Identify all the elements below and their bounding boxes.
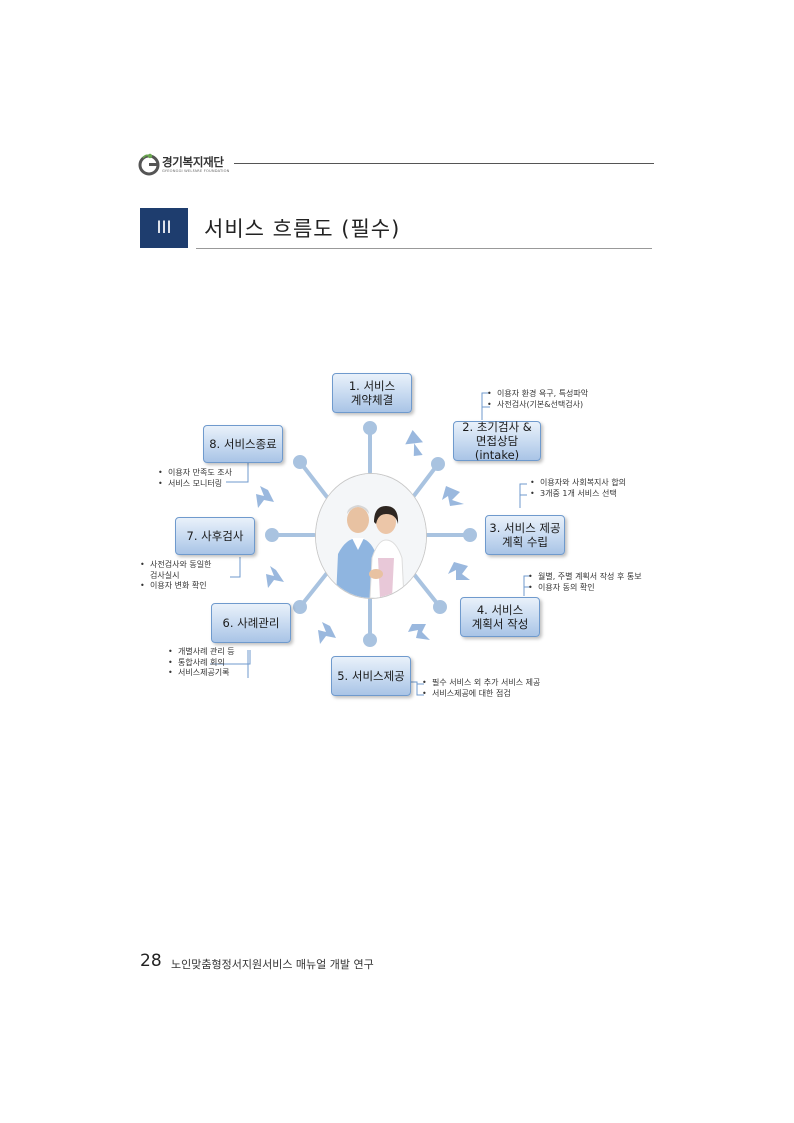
foundation-name-english: GYEONGGI WELFARE FOUNDATION bbox=[162, 169, 230, 173]
flow-arrow-7 bbox=[256, 486, 274, 508]
spoke-6-dot bbox=[293, 600, 307, 614]
note-step-1: 이용자 환경 욕구, 특성파악 사전검사(기본&선택검사) bbox=[487, 389, 588, 410]
step-5-box: 5. 서비스제공 bbox=[331, 656, 411, 696]
step-3-box: 3. 서비스 제공 계획 수립 bbox=[485, 515, 565, 555]
note-6-bracket bbox=[230, 557, 241, 578]
elderly-couple-photo bbox=[315, 473, 427, 599]
flow-arrow-4 bbox=[408, 624, 430, 640]
section-title: 서비스 흐름도 (필수) bbox=[204, 217, 401, 241]
footer-title: 노인맞춤형정서지원서비스 매뉴얼 개발 연구 bbox=[171, 958, 374, 971]
spoke-8-dot bbox=[293, 455, 307, 469]
page-number: 28 bbox=[140, 951, 162, 971]
spoke-2-dot bbox=[431, 457, 445, 471]
flow-arrow-1 bbox=[405, 429, 424, 456]
flow-arrow-5 bbox=[318, 622, 336, 644]
spoke-1-dot bbox=[363, 421, 377, 435]
elderly-couple-illustration bbox=[316, 474, 426, 598]
step-1-box: 1. 서비스 계약체결 bbox=[332, 373, 412, 413]
spoke-6 bbox=[298, 571, 329, 609]
header-rule bbox=[234, 163, 654, 164]
note-step-5: 필수 서비스 외 추가 서비스 제공 서비스제공에 대한 점검 bbox=[422, 678, 540, 699]
flow-arrow-6 bbox=[266, 566, 284, 588]
note-step-2: 이용자와 사회복지사 합의 3개중 1개 서비스 선택 bbox=[530, 478, 626, 499]
spoke-3-dot bbox=[463, 528, 477, 542]
note-2-bracket bbox=[519, 483, 527, 508]
note-step-8: 이용자 만족도 조사 서비스 모니터링 bbox=[158, 468, 232, 489]
note-step-6: 개별사례 관리 등 통합사례 회의 서비스제공기록 bbox=[168, 647, 235, 679]
page-header: 경기복지재단 GYEONGGI WELFARE FOUNDATION bbox=[138, 150, 654, 180]
foundation-name: 경기복지재단 bbox=[162, 155, 224, 169]
flow-arrow-2 bbox=[442, 486, 464, 506]
spoke-4-dot bbox=[433, 600, 447, 614]
step-8-box: 8. 서비스종료 bbox=[203, 425, 283, 463]
note-4-bracket bbox=[406, 681, 424, 696]
note-step-7: 사전검사와 동일한 검사실시 이용자 변화 확인 bbox=[140, 560, 211, 592]
section-number: III bbox=[140, 208, 188, 248]
note-7-bracket bbox=[226, 462, 249, 483]
service-flow-diagram: 1. 서비스 계약체결 2. 초기검사 & 면접상담 (intake) 3. 서… bbox=[130, 360, 670, 710]
spoke-4 bbox=[411, 571, 442, 609]
step-4-box: 4. 서비스 계획서 작성 bbox=[460, 597, 540, 637]
step-7-box: 7. 사후검사 bbox=[175, 517, 255, 555]
step-2-box: 2. 초기검사 & 면접상담 (intake) bbox=[453, 420, 541, 462]
flow-arrow-3 bbox=[448, 562, 470, 580]
diagram-connectors bbox=[210, 392, 530, 696]
spoke-5-dot bbox=[363, 633, 377, 647]
foundation-logo-icon bbox=[138, 153, 160, 176]
note-step-3: 월별, 주별 계획서 작성 후 통보 이용자 동의 확인 bbox=[528, 572, 642, 593]
step-6-box: 6. 사례관리 bbox=[211, 603, 291, 643]
spoke-7-dot bbox=[265, 528, 279, 542]
spoke-8 bbox=[298, 460, 329, 499]
section-rule bbox=[196, 248, 652, 249]
